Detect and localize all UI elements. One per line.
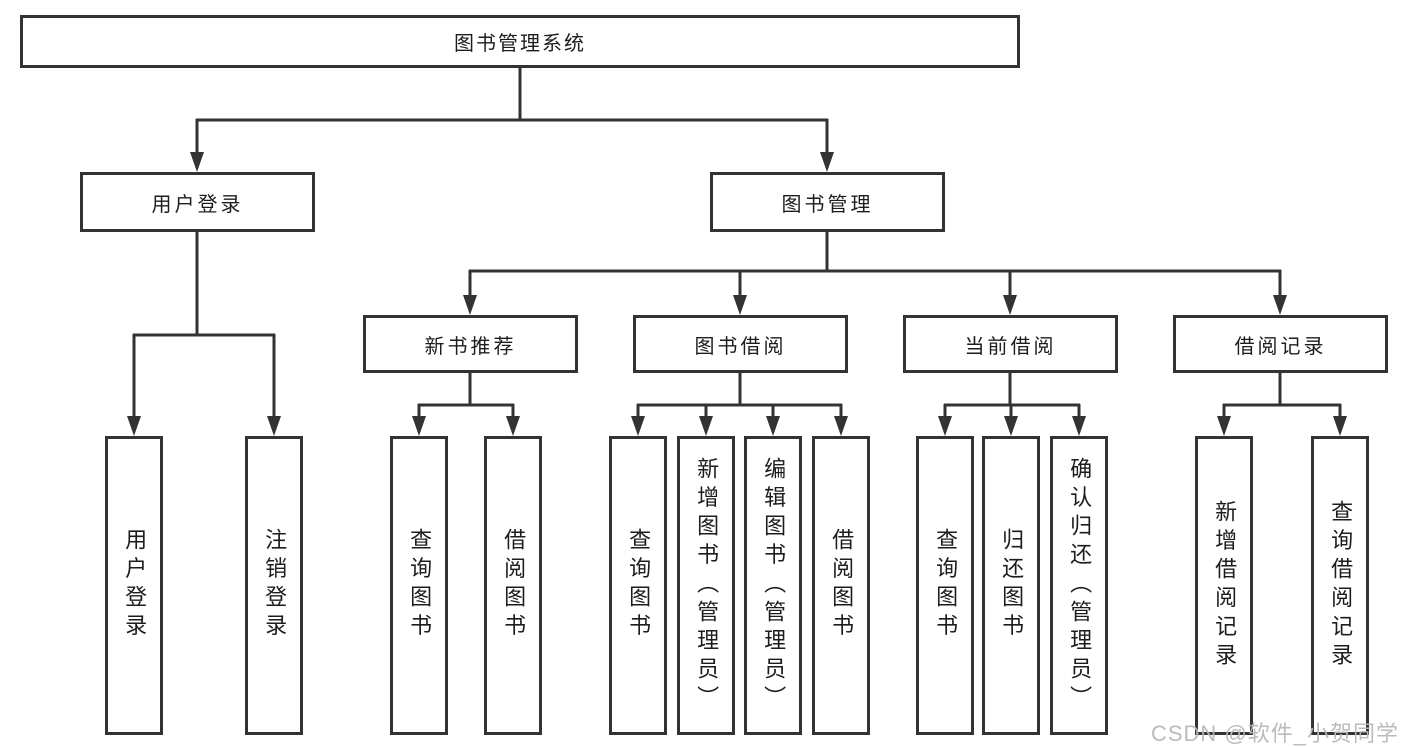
node-user-login: 用户登录 [80,172,315,232]
node-label: 用户登录 [151,193,244,216]
node-label: 图书管理 [781,193,874,216]
arrowhead-icon [733,295,747,315]
node-label: 查询图书 [933,528,959,643]
leaf-confirm-return-admin: 确认归还（管理员） [1050,436,1108,735]
arrowhead-icon [267,416,281,436]
leaf-add-borrow-record: 新增借阅记录 [1195,436,1253,735]
arrowhead-icon [820,152,834,172]
node-label: 查询图书 [626,528,652,643]
node-label: 当前借阅 [964,335,1057,358]
node-borrow-records: 借阅记录 [1173,315,1388,373]
node-root: 图书管理系统 [20,15,1020,68]
node-current-borrow: 当前借阅 [903,315,1118,373]
leaf-return-books: 归还图书 [982,436,1040,735]
arrowhead-icon [127,416,141,436]
arrowhead-icon [506,416,520,436]
node-label: 借阅图书 [829,528,855,643]
arrowhead-icon [412,416,426,436]
node-label: 用户登录 [122,528,148,643]
arrowhead-icon [1072,416,1086,436]
node-label: 新增借阅记录 [1212,499,1238,672]
arrowhead-icon [1217,416,1231,436]
arrowhead-icon [1333,416,1347,436]
leaf-edit-books-admin: 编辑图书（管理员） [744,436,802,735]
leaf-borrow-books: 借阅图书 [812,436,870,735]
csdn-watermark: CSDN @软件_小贺同学 [1150,721,1399,746]
node-label: 查询借阅记录 [1328,499,1354,672]
arrowhead-icon [938,416,952,436]
leaf-add-books-admin: 新增图书（管理员） [677,436,735,735]
node-label: 查询图书 [407,528,433,643]
leaf-query-books: 查询图书 [916,436,974,735]
node-label: 新书推荐 [424,335,517,358]
node-book-borrow: 图书借阅 [633,315,848,373]
arrowhead-icon [834,416,848,436]
arrowhead-icon [1273,295,1287,315]
arrowhead-icon [699,416,713,436]
leaf-query-borrow-record: 查询借阅记录 [1311,436,1369,735]
node-label: 借阅记录 [1234,335,1327,358]
arrowhead-icon [463,295,477,315]
node-label: 新增图书（管理员） [694,456,720,715]
node-label: 注销登录 [262,528,288,643]
leaf-query-books: 查询图书 [609,436,667,735]
node-label: 图书借阅 [694,335,787,358]
arrowhead-icon [766,416,780,436]
leaf-logout: 注销登录 [245,436,303,735]
node-label: 确认归还（管理员） [1067,456,1093,715]
arrowhead-icon [1004,416,1018,436]
arrowhead-icon [1003,295,1017,315]
arrowhead-icon [631,416,645,436]
leaf-query-books: 查询图书 [390,436,448,735]
node-label: 图书管理系统 [454,33,586,55]
leaf-borrow-books: 借阅图书 [484,436,542,735]
node-label: 编辑图书（管理员） [761,456,787,715]
arrowhead-icon [190,152,204,172]
node-label: 归还图书 [999,528,1025,643]
leaf-user-login: 用户登录 [105,436,163,735]
node-label: 借阅图书 [501,528,527,643]
node-book-management: 图书管理 [710,172,945,232]
node-new-book-recommend: 新书推荐 [363,315,578,373]
